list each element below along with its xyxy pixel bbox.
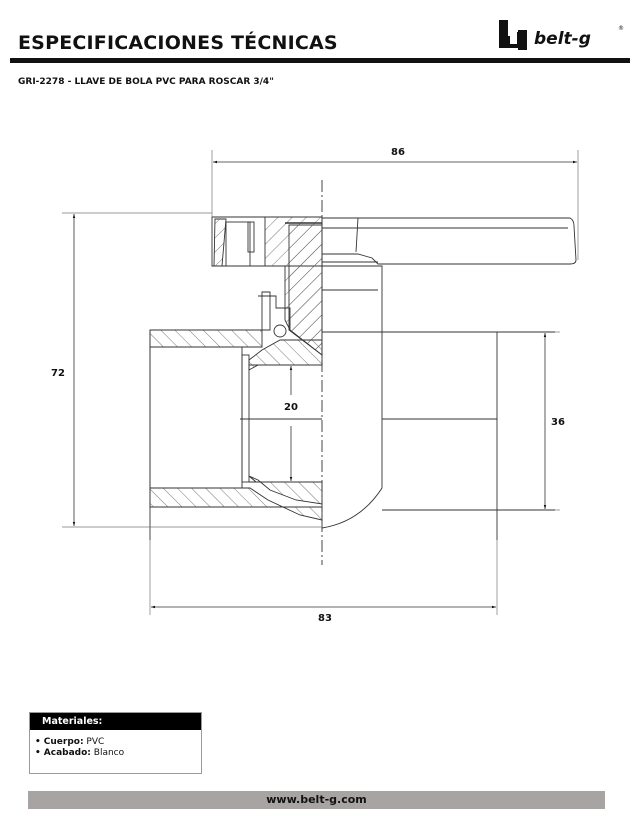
valve-body-left: [149, 329, 323, 540]
materials-heading: Materiales:: [30, 713, 201, 730]
product-subtitle: GRI-2278 - LLAVE DE BOLA PVC PARA ROSCAR…: [18, 77, 274, 87]
page-title: ESPECIFICACIONES TÉCNICAS: [18, 32, 338, 54]
handle-lever: [321, 217, 577, 333]
footer-website[interactable]: www.belt-g.com: [28, 791, 605, 809]
dim-label-72: 72: [51, 368, 65, 379]
materials-item-acabado: •Acabado: Blanco: [35, 748, 201, 759]
bullet: •: [35, 737, 41, 747]
dim-label-20: 20: [284, 402, 298, 413]
bullet: •: [35, 748, 41, 758]
dim-label-36: 36: [551, 417, 565, 428]
materials-list: •Cuerpo: PVC •Acabado: Blanco: [35, 737, 201, 759]
header-rule: [10, 58, 630, 63]
dim-label-83: 83: [318, 613, 332, 624]
material-value: Blanco: [93, 748, 125, 758]
brand-logo: belt-g ®: [499, 20, 624, 50]
registered-mark: ®: [618, 25, 624, 32]
materials-box: Materiales: •Cuerpo: PVC •Acabado: Blanc…: [29, 712, 202, 774]
dim-label-86: 86: [391, 147, 405, 158]
materials-item-cuerpo: •Cuerpo: PVC: [35, 737, 201, 748]
technical-drawing: 86 72 20 36 83: [51, 147, 579, 624]
brand-name: belt-g: [534, 29, 591, 49]
valve-body-right: [321, 331, 555, 540]
material-label: Cuerpo:: [43, 737, 84, 747]
belt-g-logo-icon: [499, 20, 527, 50]
handle-section: [211, 216, 323, 356]
material-value: PVC: [86, 737, 105, 747]
material-label: Acabado:: [43, 748, 91, 758]
